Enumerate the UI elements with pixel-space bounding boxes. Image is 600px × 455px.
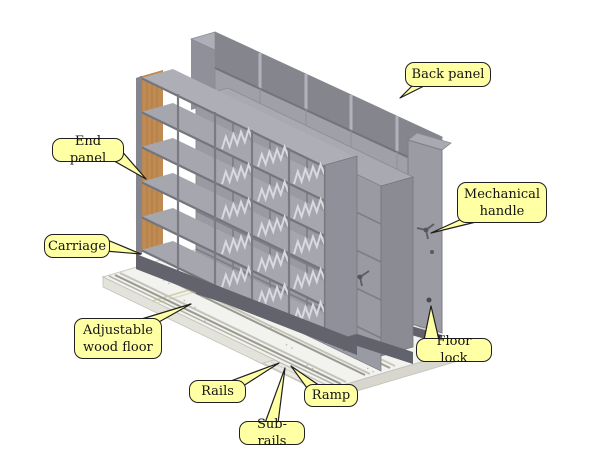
floor-lock-shape bbox=[426, 297, 432, 303]
front-row-end-panel bbox=[324, 155, 358, 344]
tail-sub-rails bbox=[264, 367, 286, 424]
callout-sub-rails: Sub-rails bbox=[239, 417, 305, 449]
middle-row-end-panel bbox=[380, 176, 414, 357]
callout-carriage: Carriage bbox=[44, 234, 110, 258]
callout-mechanical-handle: Mechanical handle bbox=[457, 182, 547, 223]
lock-knob bbox=[430, 250, 434, 254]
mechanical-handle-shape bbox=[416, 223, 435, 240]
tail-carriage bbox=[104, 238, 142, 255]
end-panel-edge bbox=[136, 76, 142, 257]
callout-adjustable-wood-floor: Adjustable wood floor bbox=[74, 318, 162, 359]
callout-rails: Rails bbox=[189, 380, 246, 403]
callout-end-panel: End panel bbox=[52, 134, 124, 166]
carriage-base bbox=[136, 254, 357, 355]
callout-floor-lock: Floor lock bbox=[416, 334, 492, 366]
callout-back-panel: Back panel bbox=[405, 62, 491, 87]
callout-ramp: Ramp bbox=[304, 384, 358, 407]
front-row bbox=[136, 69, 358, 355]
file-dividers bbox=[221, 126, 326, 323]
